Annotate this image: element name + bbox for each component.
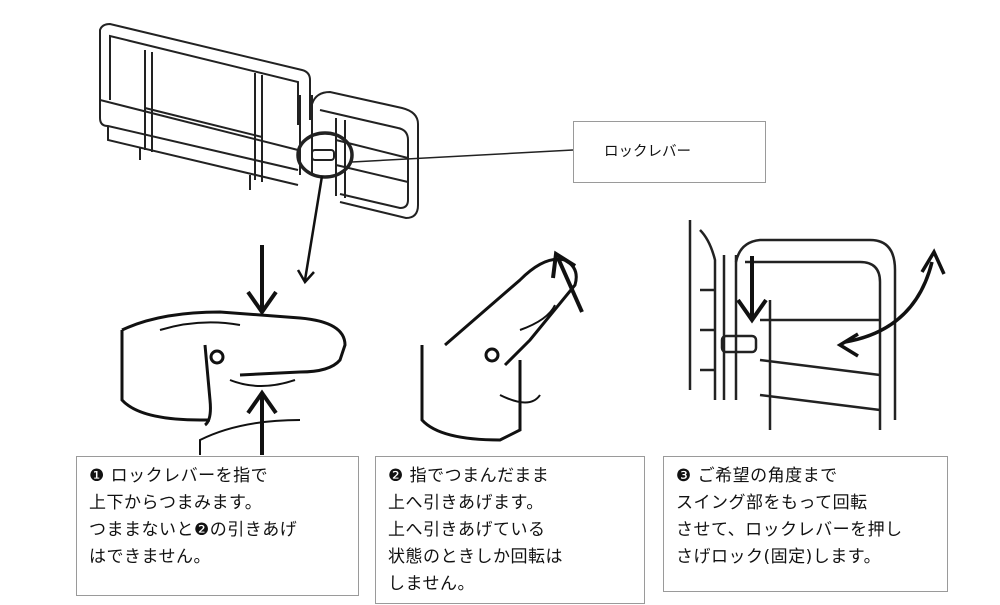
- lever-lift-illustration: [420, 257, 578, 442]
- pointer-arrow: [303, 175, 324, 281]
- step-3-line-2: スイング部をもって回転: [676, 493, 868, 513]
- step-2-line-1: ❷ 指でつまんだまま: [388, 466, 550, 486]
- lock-lever-callout: ロックレバー: [573, 121, 766, 183]
- side-rail-illustration: [99, 22, 419, 220]
- lever-pinch-illustration: [120, 310, 347, 455]
- down-arrow-icon: [736, 256, 768, 324]
- step-2-instructions: ❷ 指でつまんだまま 上へ引きあげます。 上へ引きあげている 状態のときしか回転…: [375, 456, 645, 604]
- step-2-line-2: 上へ引きあげます。: [388, 493, 544, 513]
- step-2-line-3: 上へ引きあげている: [388, 520, 546, 540]
- down-arrow-icon: [246, 245, 278, 316]
- step-2-line-4: 状態のときしか回転は: [388, 547, 563, 567]
- step-3-line-1: ❸ ご希望の角度まで: [676, 466, 838, 486]
- step-1-instructions: ❶ ロックレバーを指で 上下からつまみます。 つままないと❷の引きあげ はできま…: [76, 456, 359, 596]
- step-3-instructions: ❸ ご希望の角度まで スイング部をもって回転 させて、ロックレバーを押し さげロ…: [663, 456, 948, 592]
- step-1-line-4: はできません。: [89, 547, 211, 567]
- swing-lock-illustration: [688, 220, 897, 430]
- step-3-line-3: させて、ロックレバーを押し: [676, 520, 903, 540]
- step-1-line-1: ❶ ロックレバーを指で: [89, 466, 269, 486]
- step-3-line-4: さげロック(固定)します。: [676, 547, 882, 567]
- step-1-line-2: 上下からつまみます。: [89, 493, 263, 513]
- rotate-arrow-icon: [836, 248, 946, 358]
- callout-leader-line: [351, 149, 574, 163]
- up-right-arrow-icon: [551, 250, 584, 313]
- step-2-line-5: しません。: [388, 574, 475, 594]
- callout-label: ロックレバー: [604, 144, 691, 160]
- step-1-line-3: つままないと❷の引きあげ: [89, 520, 298, 540]
- up-arrow-icon: [246, 389, 278, 455]
